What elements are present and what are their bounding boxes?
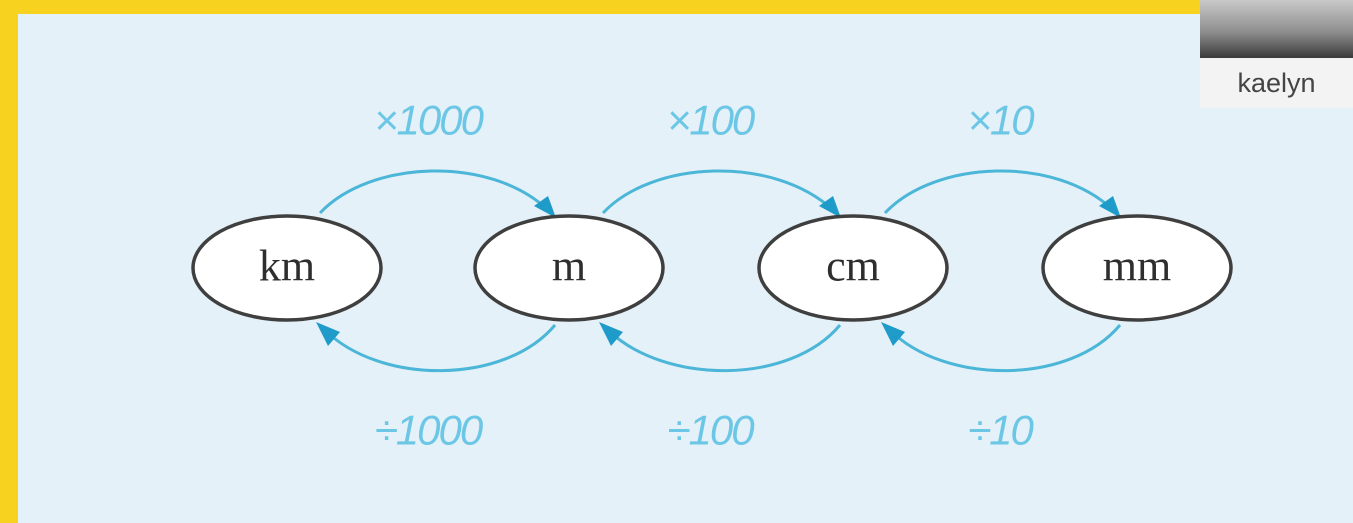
divide-label-cm-m: ÷100 — [667, 407, 755, 454]
unit-label-m: m — [552, 242, 586, 291]
arc-km-to-m — [318, 169, 550, 215]
multiply-label-m-cm: ×100 — [667, 97, 756, 144]
multiply-label-cm-mm: ×10 — [967, 97, 1035, 144]
webcam-thumbnail[interactable]: kaelyn — [1200, 0, 1353, 108]
unit-label-km: km — [259, 242, 315, 291]
divide-label-m-km: ÷1000 — [375, 407, 484, 454]
unit-oval-mm — [1041, 214, 1233, 322]
arc-cm-to-m — [606, 324, 842, 373]
arrow-head-cm-to-m — [599, 322, 623, 346]
multiply-label-km-m: ×1000 — [374, 97, 485, 144]
arc-mm-to-cm — [888, 324, 1122, 373]
arrow-head-km-to-m — [534, 196, 556, 218]
arrow-head-m-to-cm — [819, 196, 841, 218]
divide-label-mm-cm: ÷10 — [968, 407, 1034, 454]
webcam-participant-name: kaelyn — [1237, 68, 1316, 98]
arc-m-to-km — [323, 324, 557, 373]
unit-label-mm: mm — [1103, 242, 1171, 291]
unit-oval-m — [473, 214, 665, 322]
arc-m-to-cm — [601, 169, 835, 215]
arrow-head-m-to-km — [316, 322, 340, 346]
webcam-video — [1200, 0, 1353, 58]
arrow-head-cm-to-mm — [1099, 196, 1121, 218]
arrow-head-mm-to-cm — [881, 322, 905, 346]
arc-cm-to-mm — [883, 169, 1115, 215]
unit-oval-cm — [757, 214, 949, 322]
unit-oval-km — [191, 214, 383, 322]
unit-label-cm: cm — [826, 242, 880, 291]
